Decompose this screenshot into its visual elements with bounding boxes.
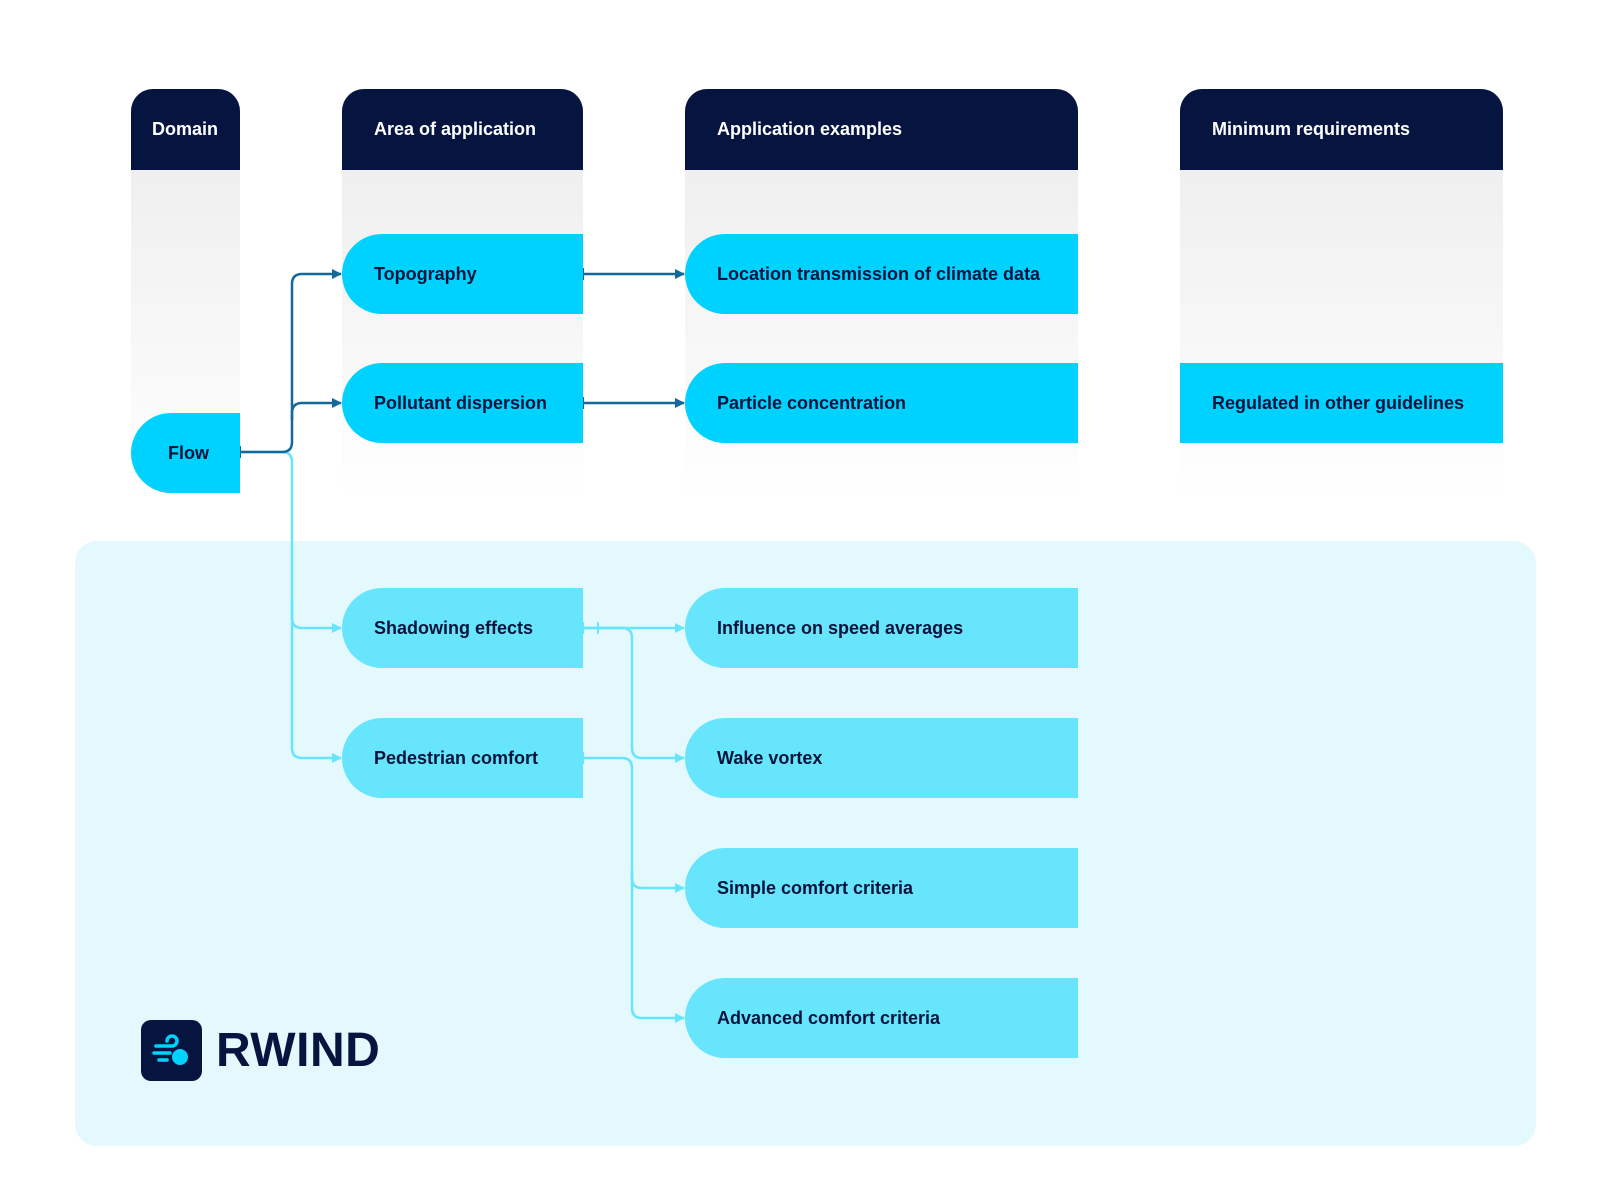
header-requirements: Minimum requirements xyxy=(1180,89,1503,170)
example-box-speed-averages: Influence on speed averages xyxy=(685,588,1078,668)
area-box-shadowing-effects: Shadowing effects xyxy=(342,588,583,668)
area-box-topography: Topography xyxy=(342,234,583,314)
rwind-logo: RWIND xyxy=(141,1019,380,1081)
area-label: Pollutant dispersion xyxy=(374,392,548,413)
example-label: Location transmission of climate data xyxy=(717,263,1041,284)
connector-pedestrian-advanced xyxy=(630,870,685,1023)
connector-flow-pedestrian xyxy=(290,600,342,763)
example-label: Simple comfort criteria xyxy=(717,877,914,898)
area-label: Shadowing effects xyxy=(374,617,534,638)
example-label: Advanced comfort criteria xyxy=(717,1007,941,1028)
connector-flow-topography xyxy=(240,269,342,454)
header-examples-label: Application examples xyxy=(717,119,903,139)
header-area-label: Area of application xyxy=(374,119,537,139)
area-label: Topography xyxy=(374,263,477,284)
example-label: Particle concentration xyxy=(717,392,907,413)
header-examples: Application examples xyxy=(685,89,1078,170)
area-column-bg xyxy=(342,170,583,500)
example-box-wake-vortex: Wake vortex xyxy=(685,718,1078,798)
header-requirements-label: Minimum requirements xyxy=(1212,119,1411,139)
connector-flow-pollutant xyxy=(290,398,342,420)
connector-pedestrian-simple xyxy=(583,756,685,893)
examples-column-bg xyxy=(685,170,1078,500)
header-domain: Domain xyxy=(131,89,240,170)
area-box-pollutant-dispersion: Pollutant dispersion xyxy=(342,363,583,443)
domain-box-flow: Flow xyxy=(131,413,240,493)
requirements-column-bg xyxy=(1180,170,1503,500)
example-box-advanced-comfort: Advanced comfort criteria xyxy=(685,978,1078,1058)
connector-flow-shadowing xyxy=(240,450,342,633)
connector-shadowing-wake xyxy=(583,626,685,763)
requirement-box-regulated: Regulated in other guidelines xyxy=(1180,363,1503,443)
domain-label: Flow xyxy=(168,442,209,463)
area-box-pedestrian-comfort: Pedestrian comfort xyxy=(342,718,583,798)
requirement-label: Regulated in other guidelines xyxy=(1212,392,1465,413)
example-box-climate-data: Location transmission of climate data xyxy=(685,234,1078,314)
area-label: Pedestrian comfort xyxy=(374,747,539,768)
logo-wordmark: RWIND xyxy=(216,1023,381,1077)
header-area: Area of application xyxy=(342,89,583,170)
wind-icon xyxy=(141,1019,202,1081)
example-label: Influence on speed averages xyxy=(717,617,964,638)
example-box-particle-concentration: Particle concentration xyxy=(685,363,1078,443)
example-box-simple-comfort: Simple comfort criteria xyxy=(685,848,1078,928)
header-domain-label: Domain xyxy=(152,119,219,139)
example-label: Wake vortex xyxy=(717,747,823,768)
